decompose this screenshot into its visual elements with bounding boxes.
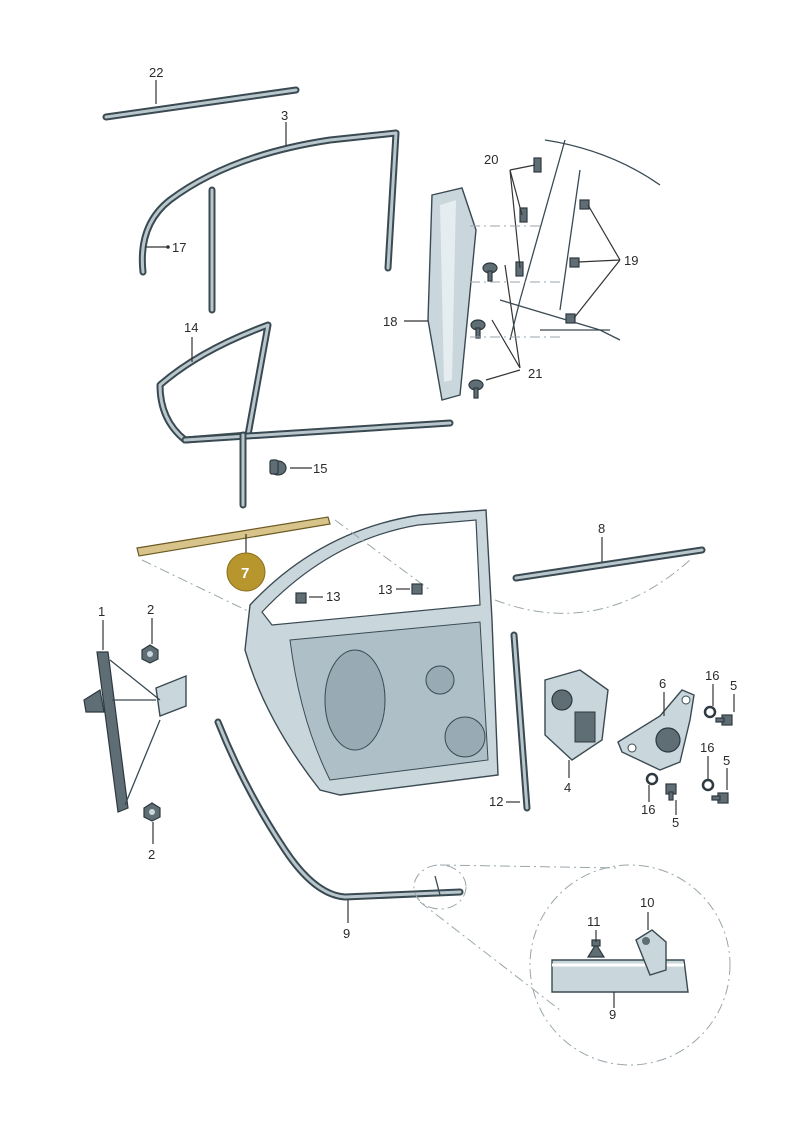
label-7: 7: [241, 565, 249, 582]
label-5b: 5: [723, 753, 730, 768]
label-9b: 9: [609, 1007, 616, 1022]
part-4-window-motor[interactable]: [544, 669, 609, 761]
highlight-badge: [226, 552, 266, 592]
door-shell[interactable]: [244, 509, 499, 796]
label-8: 8: [598, 521, 605, 536]
label-21: 21: [528, 366, 542, 381]
label-17: 17: [172, 240, 186, 255]
part-1-window-regulator[interactable]: [83, 651, 187, 813]
part-16-washers[interactable]: [645, 705, 717, 792]
label-5c: 5: [672, 815, 679, 830]
label-13a: 13: [326, 589, 340, 604]
part-20-clips[interactable]: [515, 157, 542, 277]
label-18: 18: [383, 314, 397, 329]
part-9-detail-section[interactable]: [551, 959, 689, 993]
label-14: 14: [184, 320, 198, 335]
part-5-bolts[interactable]: [665, 714, 733, 804]
label-22: 22: [149, 65, 163, 80]
label-2b: 2: [148, 847, 155, 862]
label-4: 4: [564, 780, 571, 795]
label-15: 15: [313, 461, 327, 476]
label-1: 1: [98, 604, 105, 619]
body-pillar-inset: [499, 139, 661, 341]
part-9-lower-seal[interactable]: [214, 718, 464, 901]
detail-callout: [413, 864, 731, 1066]
part-19-clips[interactable]: [565, 199, 590, 324]
label-3: 3: [281, 108, 288, 123]
label-5a: 5: [730, 678, 737, 693]
label-6: 6: [659, 676, 666, 691]
part-2-nuts[interactable]: [141, 644, 161, 822]
part-18-pillar-trim[interactable]: [427, 187, 477, 401]
part-6-bracket[interactable]: [617, 689, 695, 771]
part-22-moulding-strip[interactable]: [102, 86, 300, 121]
label-16c: 16: [641, 802, 655, 817]
leader-20: [509, 164, 536, 269]
label-16b: 16: [700, 740, 714, 755]
label-19: 19: [624, 253, 638, 268]
part-10-bracket[interactable]: [635, 929, 667, 976]
part-21-screws[interactable]: [468, 262, 498, 399]
leader-21: [485, 264, 521, 381]
part-15-bolt[interactable]: [269, 459, 287, 476]
part-14-quarter-window-frame[interactable]: [156, 321, 454, 509]
part-7-beltline-seal[interactable]: [136, 516, 331, 557]
label-11: 11: [587, 914, 601, 929]
label-2a: 2: [147, 602, 154, 617]
part-3-window-frame-seal[interactable]: [138, 129, 400, 314]
label-16a: 16: [705, 668, 719, 683]
part-11-clip[interactable]: [586, 939, 606, 958]
part-13-clips[interactable]: [295, 583, 423, 604]
label-13b: 13: [378, 582, 392, 597]
part-12-vertical-seal[interactable]: [510, 631, 531, 812]
label-20: 20: [484, 152, 498, 167]
part-8-outer-strip[interactable]: [512, 546, 706, 582]
label-9a: 9: [343, 926, 350, 941]
label-10: 10: [640, 895, 654, 910]
leader-19: [573, 204, 621, 319]
label-12: 12: [489, 794, 503, 809]
